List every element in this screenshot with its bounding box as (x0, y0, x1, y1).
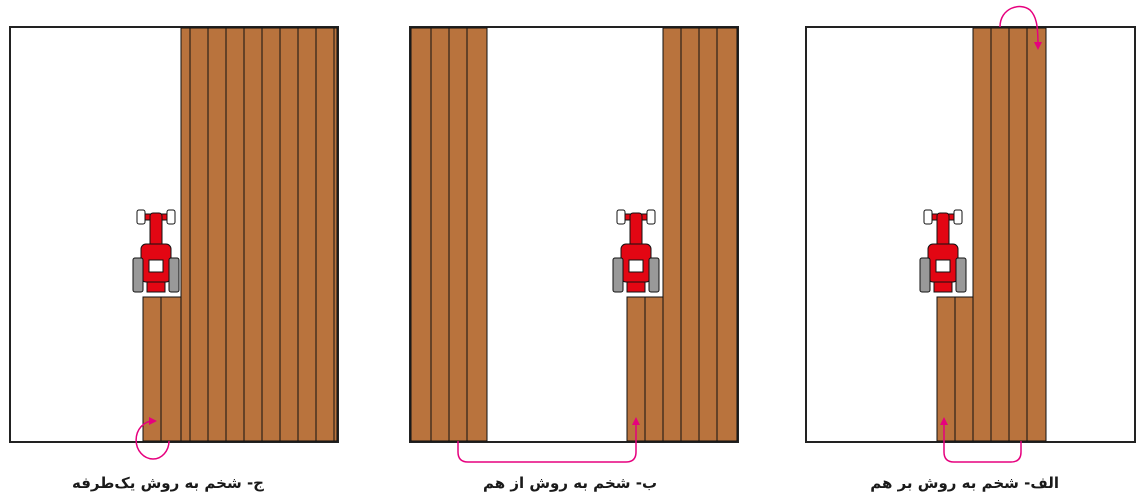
caption-apart: ب- شخم به روش از هم (480, 474, 660, 492)
caption-together: الف- شخم به روش بر هم (879, 474, 1059, 492)
plowed-strip (681, 28, 699, 441)
plowed-strip (334, 28, 337, 441)
plowed-strip (663, 28, 681, 441)
plowed-strip (449, 28, 467, 441)
plowed-strip (190, 28, 208, 441)
plowed-strip (244, 28, 262, 441)
plowed-strip (467, 28, 487, 441)
plowed-strip (262, 28, 280, 441)
panel-together (806, 7, 1135, 462)
plowed-strip (1027, 28, 1046, 441)
plowed-strip (280, 28, 298, 441)
plowed-strip (181, 28, 190, 441)
panel-one-way (10, 27, 338, 459)
plowed-strip (973, 28, 991, 441)
plowed-strip (645, 297, 663, 441)
plowed-strip (411, 28, 431, 441)
panel-apart (410, 27, 738, 462)
plowed-strip (717, 28, 737, 441)
plowed-strip (143, 297, 161, 441)
plowed-strip (955, 297, 973, 441)
plowed-strip (208, 28, 226, 441)
plowed-strip (161, 297, 181, 441)
plowed-strip (937, 297, 955, 441)
plowed-strip (431, 28, 449, 441)
caption-one-way: ج- شخم به روش یک‌طرفه (84, 474, 264, 492)
plowed-strip (699, 28, 717, 441)
plowed-strip (627, 297, 645, 441)
plowed-strip (298, 28, 316, 441)
plowed-strip (226, 28, 244, 441)
plowed-strip (316, 28, 334, 441)
plowed-strip (1009, 28, 1027, 441)
plowed-strip (991, 28, 1009, 441)
